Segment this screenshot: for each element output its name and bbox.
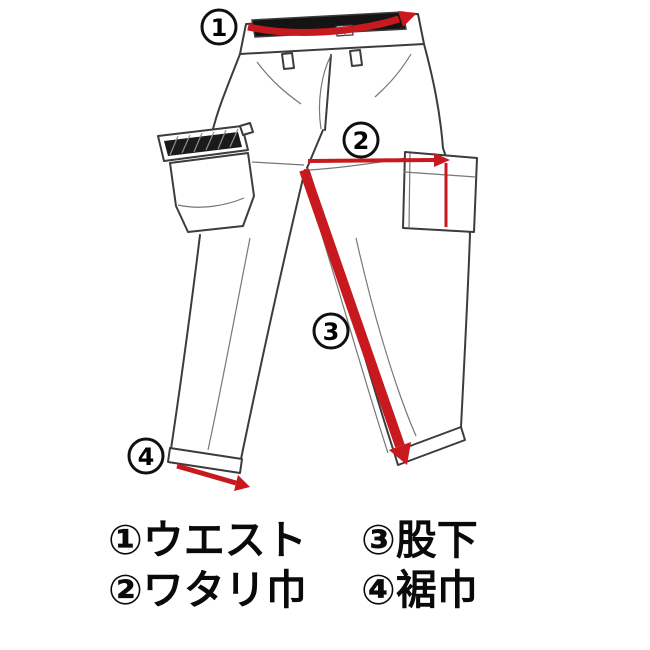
outer-seams <box>170 43 471 450</box>
marker-inseam-number: 3 <box>323 318 340 346</box>
legend-marker-inseam: ③ <box>361 516 396 564</box>
marker-thigh-width: 2 <box>342 121 380 159</box>
legend-label-thigh-width: ワタリ巾 <box>142 565 307 614</box>
arrowhead <box>389 442 411 465</box>
marker-hem-width: 4 <box>127 437 165 475</box>
inseam-arrow <box>299 168 411 465</box>
cargo-pocket-right <box>402 151 478 233</box>
legend: ①ウエスト ③股下 ②ワタリ巾 ④裾巾 <box>108 516 478 614</box>
inner-seams <box>240 157 407 460</box>
legend-label-hem-width: 裾巾 <box>395 565 478 614</box>
legend-item-hem-width: ④裾巾 <box>361 565 478 614</box>
legend-marker-thigh-width: ② <box>108 565 143 614</box>
legend-label-inseam: 股下 <box>395 516 478 564</box>
marker-waist-number: 1 <box>211 14 228 42</box>
legend-item-inseam: ③股下 <box>361 516 478 564</box>
legend-marker-hem-width: ④ <box>361 565 396 614</box>
legend-item-thigh-width: ②ワタリ巾 <box>108 565 353 614</box>
arrowhead <box>398 11 417 27</box>
fly <box>306 54 332 169</box>
marker-thigh-width-number: 2 <box>353 127 370 155</box>
belt-loop <box>349 49 363 67</box>
legend-marker-waist: ① <box>108 516 143 564</box>
slash-pocket-left <box>256 61 302 105</box>
legend-label-waist: ウエスト <box>142 516 307 564</box>
arrowhead <box>234 475 250 491</box>
cargo-pocket-left <box>157 122 255 233</box>
hem-width-arrow <box>176 463 250 491</box>
thigh-width-arrow <box>307 153 450 227</box>
slash-pocket-right <box>374 53 412 98</box>
right-crease <box>355 237 417 437</box>
legend-item-waist: ①ウエスト <box>108 516 353 564</box>
belt-loop <box>281 52 295 70</box>
right-hem <box>393 426 466 466</box>
marker-waist: 1 <box>200 8 238 46</box>
marker-hem-width-number: 4 <box>138 443 155 471</box>
left-hem <box>167 447 243 474</box>
pants-measurement-diagram: 1 2 3 4 <box>127 8 478 491</box>
waist-arrow <box>247 11 417 36</box>
arrowhead <box>434 153 450 167</box>
marker-inseam: 3 <box>312 312 350 350</box>
left-crease <box>207 237 251 451</box>
pants-drawing <box>157 11 478 474</box>
